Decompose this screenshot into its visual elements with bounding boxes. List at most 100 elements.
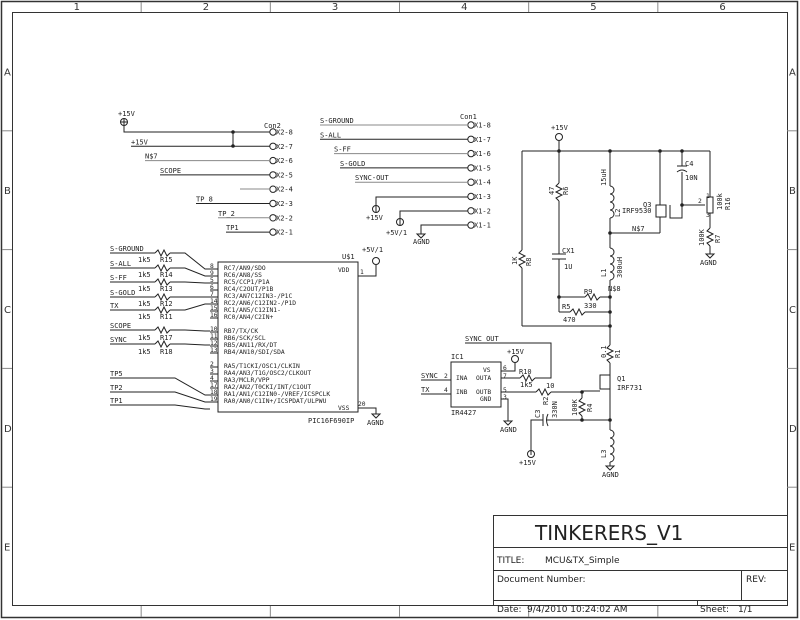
power-stage: +15V 47 R6 CX1 1U 1K R8 15uH L2 N$7 (511, 124, 732, 479)
resistor-ref: R15 (160, 256, 173, 264)
frame-column-label: 1 (74, 2, 80, 13)
mcu-pin-number: 16 (210, 312, 218, 319)
inner-frame (12, 12, 788, 606)
ic1-pin-3: 3 (503, 394, 507, 401)
ic1-pin-2: 2 (444, 373, 448, 380)
input-net-label: TX (110, 302, 119, 310)
mcu-vss-pin: 20 (358, 401, 366, 408)
resistor-value: 1k5 (138, 271, 151, 279)
mcu-pin-number: 3 (210, 368, 214, 375)
resistor-value: 1k5 (138, 256, 151, 264)
ic1-tx-net: TX (421, 386, 430, 394)
mcu-pin-name: RC6/AN8/SS (224, 272, 262, 279)
con1-net-label: S-GROUND (320, 117, 354, 125)
mcu-part: PIC16F690IP (308, 417, 354, 425)
mcu-pin-name: RC5/CCP1/P1A (224, 279, 270, 286)
r7-gnd: AGND (700, 259, 717, 267)
r1-ref: R1 (614, 350, 622, 358)
con2-net-label: TP1 (226, 224, 239, 232)
mcu-pin-number: 7 (210, 291, 214, 298)
r8-ref: R8 (525, 258, 533, 266)
frame-row-label: D (4, 424, 12, 435)
ic1-pin-4: 4 (444, 387, 448, 394)
mcu-pin-number: 6 (210, 284, 214, 291)
r5-ref: R5 (562, 303, 570, 311)
mcu-vss-label: VSS (338, 405, 350, 412)
power-symbol (372, 205, 380, 213)
mcu-pin-name: RA2/AN2/T0CKI/INT/C1OUT (224, 384, 311, 391)
power-symbol (555, 133, 563, 141)
con1-5v-label: +5V/1 (386, 229, 407, 237)
tp-net-label: TP5 (110, 370, 123, 378)
con1-pin-label: X1-4 (474, 179, 491, 187)
frame-row-label: E (4, 543, 10, 554)
frame-row-label: B (4, 186, 11, 197)
ic1-inb: INB (456, 389, 468, 396)
l2-val: 15uH (600, 169, 608, 186)
ic1-vs: VS (483, 367, 491, 374)
mcu-pin-number: 18 (210, 389, 218, 396)
mcu-supply-label: +5V/1 (362, 246, 383, 254)
con1-agnd-label: AGND (413, 238, 430, 246)
title-value: MCU&TX_Simple (545, 556, 620, 566)
ic1-part: IR4427 (451, 409, 476, 417)
resistor-value: 1k5 (138, 313, 151, 321)
cx1-val: 1U (564, 263, 572, 271)
con2-pin-label: X2-7 (276, 143, 293, 151)
ic1-ref: IC1 (451, 353, 464, 361)
frame-column-label: 4 (461, 2, 467, 13)
resistor-ref: R14 (160, 271, 173, 279)
con2-net-label: +15V (131, 138, 149, 146)
r2-val: 10 (546, 382, 554, 390)
mcu-pin-name: RC1/AN5/C12IN1- (224, 307, 281, 314)
r10-val: 1k5 (520, 381, 533, 389)
con1-pin-label: X1-8 (474, 122, 491, 130)
mcu-pin-number: 5 (210, 277, 214, 284)
ic1-pin-6: 6 (503, 365, 507, 372)
date-value: 9/4/2010 10:24:02 AM (527, 605, 628, 615)
con1-15v-label: +15V (366, 214, 384, 222)
mcu-pin-name: RA5/T1CKI/OSC1/CLKIN (224, 363, 300, 370)
frame-row-label: E (789, 543, 795, 554)
frame-column-label: 2 (203, 2, 209, 13)
con2-supply-label: +15V (118, 110, 136, 118)
ic1-body (450, 361, 502, 408)
mcu-pin-number: 8 (210, 263, 214, 270)
l3-ref: L3 (600, 450, 608, 458)
ic1-gnd-label: AGND (500, 426, 517, 434)
ic1-outa: OUTA (476, 375, 491, 382)
mcu-pin-name: RB6/SCK/SCL (224, 335, 266, 342)
document-number-label: Document Number: (497, 575, 586, 585)
r1-val: 0.1 (600, 345, 608, 358)
con1-pin-label: X1-7 (474, 136, 491, 144)
power-symbol (511, 355, 519, 363)
power-symbol (527, 450, 535, 458)
ic1-ina: INA (456, 375, 468, 382)
frame-column-label: 3 (332, 2, 338, 13)
ps-supply-label: +15V (551, 124, 569, 132)
r8-val: 1K (511, 256, 519, 265)
con1-pin-label: X1-2 (474, 207, 491, 215)
mcu-ref: U$1 (342, 253, 355, 261)
l1-ref: L1 (600, 269, 608, 277)
mcu-pin-name: RC2/AN6/C12IN2-/P1D (224, 300, 296, 307)
resistor-value: 1k5 (138, 334, 151, 342)
mcu-pin-number: 10 (210, 326, 218, 333)
con1-pin-label: X1-1 (474, 222, 491, 230)
r9-val: 330 (584, 302, 597, 310)
con1-net-label: SYNC-OUT (355, 174, 390, 182)
mcu-body (217, 261, 359, 413)
con2-net-label: TP_2 (218, 210, 235, 218)
mcu-pin-name: RB4/AN10/SDI/SDA (224, 349, 285, 356)
r16-ref: R16 (724, 197, 732, 210)
tp-net-label: TP2 (110, 384, 123, 392)
n8-label: N$8 (608, 285, 621, 293)
l2-ref: L2 (614, 209, 622, 217)
frame-row-label: C (789, 305, 796, 316)
con2-net-label: TP_8 (196, 196, 213, 204)
title-label: TITLE: (496, 556, 524, 566)
mcu-pin-name: RA3/MCLR/VPP (224, 377, 270, 384)
con2-pin-label: X2-1 (276, 229, 293, 237)
